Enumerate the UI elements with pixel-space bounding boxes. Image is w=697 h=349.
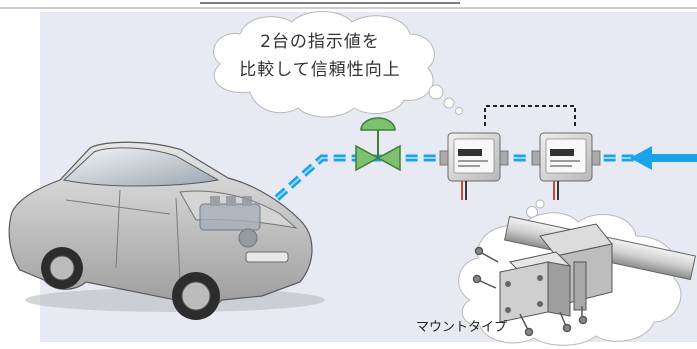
bubble-line-2: 比較して信頼性向上	[239, 60, 401, 80]
bubble-text: 2台の指示値を 比較して信頼性向上	[225, 28, 415, 84]
thought-bubble	[213, 11, 463, 118]
bubble-line-1: 2台の指示値を	[260, 32, 380, 52]
flowmeter-icon	[531, 132, 601, 200]
flow-arrow-icon	[630, 146, 697, 170]
bubble-dot	[535, 199, 545, 209]
mount-type-label: マウントタイプ	[416, 320, 508, 335]
valve-icon	[355, 117, 401, 172]
engine-icon	[199, 196, 261, 248]
car-icon	[8, 141, 325, 320]
meter-link-dotted	[484, 105, 576, 126]
flowmeter-icon	[439, 132, 509, 200]
mount-bracket-icon	[472, 215, 697, 337]
